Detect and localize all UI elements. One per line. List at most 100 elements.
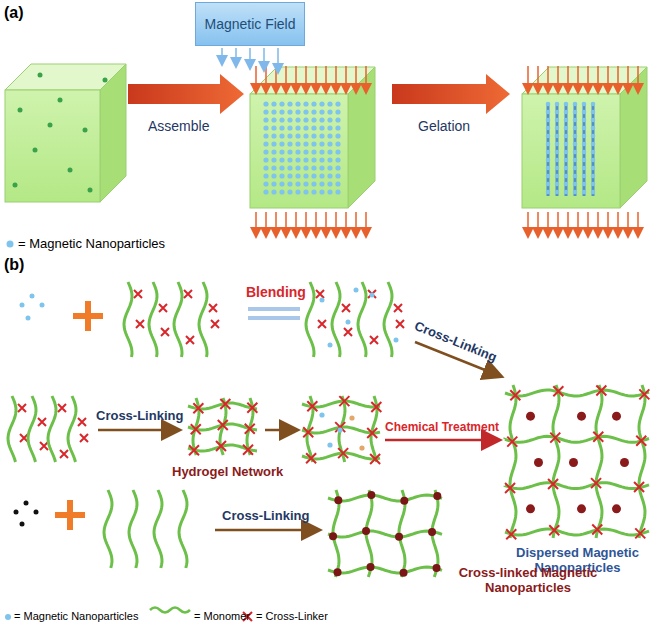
particle xyxy=(591,166,596,171)
cross-linker xyxy=(510,390,520,400)
particle xyxy=(271,173,276,178)
particle xyxy=(263,117,268,122)
particle xyxy=(271,181,276,186)
particle xyxy=(287,189,292,194)
field-arrow xyxy=(587,212,589,236)
cross-linker xyxy=(218,420,228,430)
particle xyxy=(564,118,569,123)
equals-sign xyxy=(248,307,300,320)
field-arrow xyxy=(577,212,579,236)
particle xyxy=(287,125,292,130)
cross-linker xyxy=(211,320,219,328)
cross-linker xyxy=(635,528,645,538)
cross-linker xyxy=(316,290,324,298)
particle xyxy=(546,174,551,179)
particle xyxy=(319,133,324,138)
particle xyxy=(319,141,324,146)
particle xyxy=(311,109,316,114)
particle xyxy=(327,117,332,122)
field-arrow xyxy=(537,212,539,236)
nanoparticle xyxy=(20,303,25,308)
nanoparticle xyxy=(394,338,399,343)
field-arrow xyxy=(325,66,327,92)
particle xyxy=(564,126,569,131)
particle xyxy=(573,190,578,195)
monomer-chain xyxy=(306,282,314,357)
particle xyxy=(555,190,560,195)
particle xyxy=(564,166,569,171)
field-arrow xyxy=(587,66,589,92)
nanoparticle xyxy=(334,568,342,576)
cross-linker xyxy=(506,529,516,539)
process-arrows xyxy=(128,74,510,114)
field-arrow xyxy=(627,66,629,92)
legend-text: = Magnetic Nanoparticles xyxy=(18,236,165,251)
nanoparticle xyxy=(40,303,45,308)
cross-linker xyxy=(549,525,559,535)
cross-linker xyxy=(307,401,317,411)
particle xyxy=(303,109,308,114)
panel-letter: (b) xyxy=(4,256,24,274)
particle xyxy=(335,125,340,130)
nanoparticle xyxy=(30,294,35,299)
particle xyxy=(591,150,596,155)
particle xyxy=(582,126,587,131)
field-arrow xyxy=(335,66,337,92)
particle xyxy=(582,150,587,155)
particle xyxy=(546,102,551,107)
particle xyxy=(279,109,284,114)
particle xyxy=(311,125,316,130)
particle xyxy=(327,109,332,114)
particle xyxy=(263,181,268,186)
particle xyxy=(319,189,324,194)
cube-side xyxy=(100,64,126,202)
particle xyxy=(546,134,551,139)
particle xyxy=(263,109,268,114)
cross-linker xyxy=(245,424,255,434)
particle xyxy=(327,165,332,170)
particle xyxy=(311,101,316,106)
particle xyxy=(311,181,316,186)
nanoparticle xyxy=(433,564,441,572)
particle xyxy=(271,189,276,194)
cross-linker xyxy=(591,478,601,488)
particle xyxy=(319,173,324,178)
particle xyxy=(591,174,596,179)
field-arrow xyxy=(345,212,347,236)
caption-label: Cross-linked Magnetic Nanoparticles xyxy=(448,566,608,596)
nanoparticle xyxy=(526,504,535,513)
field-arrow xyxy=(527,66,529,92)
monomer-chain xyxy=(48,396,56,462)
particle xyxy=(335,109,340,114)
particle xyxy=(311,173,316,178)
nanoparticle xyxy=(359,445,364,450)
particle xyxy=(13,183,18,188)
field-arrow xyxy=(365,66,367,92)
particle xyxy=(582,190,587,195)
polymer-drawings xyxy=(8,282,649,577)
nanoparticle xyxy=(14,510,19,515)
cross-linker xyxy=(136,320,144,328)
legend-samples xyxy=(5,241,252,622)
cross-linker xyxy=(18,404,26,412)
particle xyxy=(279,181,284,186)
particle xyxy=(68,168,73,173)
particle xyxy=(319,149,324,154)
particle xyxy=(335,181,340,186)
particle xyxy=(295,125,300,130)
field-arrow xyxy=(355,212,357,236)
particle xyxy=(279,125,284,130)
particle xyxy=(271,101,276,106)
particle xyxy=(295,181,300,186)
nanoparticle xyxy=(329,532,337,540)
particle xyxy=(591,126,596,131)
legend-text: = Monomer xyxy=(194,610,250,622)
cross-linker xyxy=(220,399,230,409)
field-lines xyxy=(222,48,278,72)
particle xyxy=(287,141,292,146)
particle xyxy=(564,102,569,107)
particle xyxy=(546,150,551,155)
monomer-chain xyxy=(384,282,392,357)
particle xyxy=(303,165,308,170)
